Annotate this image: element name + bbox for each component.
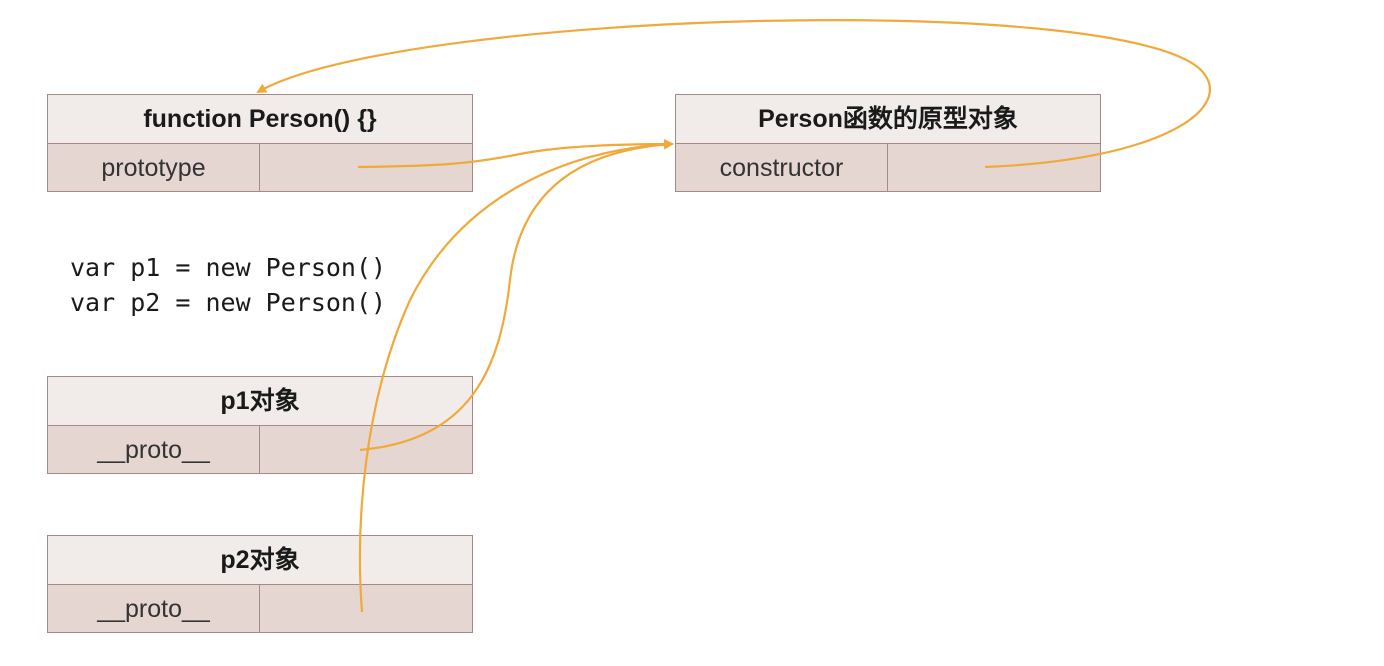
prototype-key: prototype bbox=[47, 143, 260, 192]
person-function-object: function Person() {} prototype bbox=[47, 94, 473, 192]
p1-proto-value bbox=[260, 425, 473, 474]
prototype-object-title: Person函数的原型对象 bbox=[675, 94, 1101, 143]
p2-proto-key: __proto__ bbox=[47, 584, 260, 633]
p2-object: p2对象 __proto__ bbox=[47, 535, 473, 633]
p2-object-title: p2对象 bbox=[47, 535, 473, 584]
person-function-title: function Person() {} bbox=[47, 94, 473, 143]
p2-object-row: __proto__ bbox=[47, 584, 473, 633]
prototype-value bbox=[260, 143, 473, 192]
p1-object: p1对象 __proto__ bbox=[47, 376, 473, 474]
constructor-value bbox=[888, 143, 1101, 192]
constructor-key: constructor bbox=[675, 143, 888, 192]
code-line-2: var p2 = new Person() bbox=[70, 288, 387, 317]
person-function-row: prototype bbox=[47, 143, 473, 192]
prototype-object-row: constructor bbox=[675, 143, 1101, 192]
p1-proto-key: __proto__ bbox=[47, 425, 260, 474]
prototype-object: Person函数的原型对象 constructor bbox=[675, 94, 1101, 192]
p2-proto-value bbox=[260, 584, 473, 633]
code-block: var p1 = new Person() var p2 = new Person… bbox=[70, 250, 386, 320]
code-line-1: var p1 = new Person() bbox=[70, 253, 387, 282]
p1-object-title: p1对象 bbox=[47, 376, 473, 425]
p1-object-row: __proto__ bbox=[47, 425, 473, 474]
